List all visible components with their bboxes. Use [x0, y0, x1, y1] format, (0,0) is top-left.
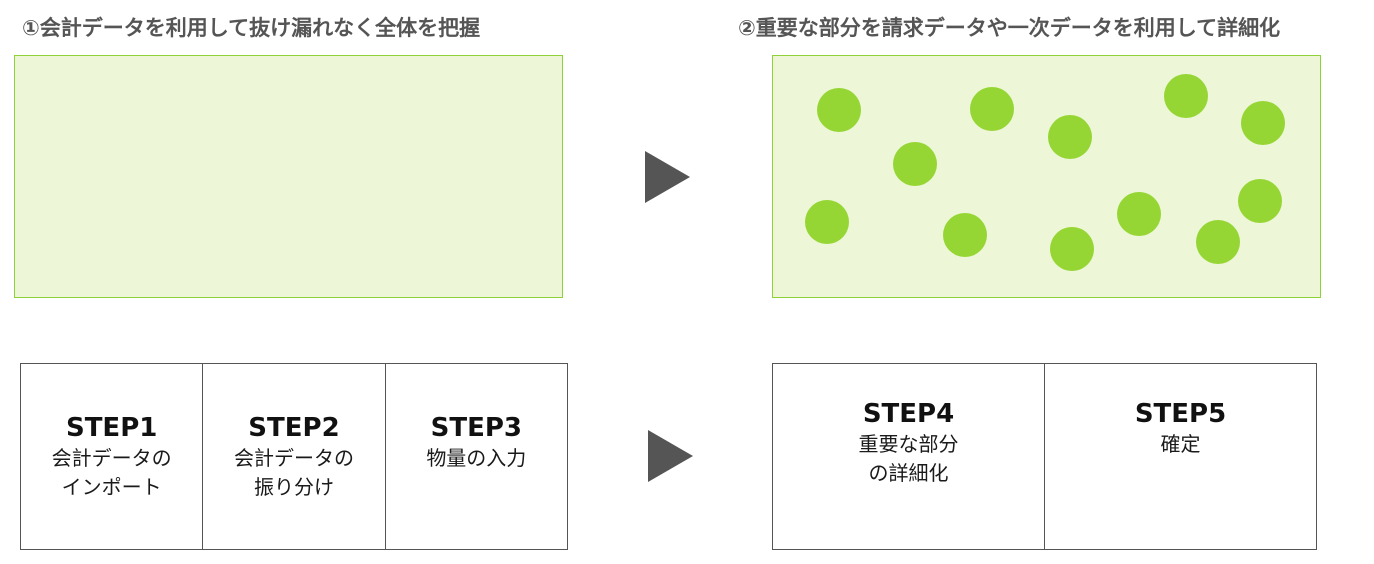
flow-arrow-right-icon	[645, 151, 690, 203]
highlight-dot	[1050, 227, 1094, 271]
step-description: 会計データの	[51, 446, 172, 470]
overview-heading: ①会計データを利用して抜け漏れなく全体を把握	[22, 16, 481, 40]
steps-group-overview: STEP1 会計データの インポート STEP2 会計データの 振り分け STE…	[20, 363, 568, 550]
step-description: の詳細化	[868, 461, 949, 485]
step-description: 会計データの	[233, 446, 354, 470]
flow-arrow-right-icon	[648, 430, 693, 482]
step-description: 振り分け	[253, 475, 334, 499]
step-description: 確定	[1160, 432, 1201, 456]
step-description: インポート	[61, 475, 162, 499]
step-2: STEP2 会計データの 振り分け	[202, 364, 384, 549]
step-1: STEP1 会計データの インポート	[21, 364, 202, 549]
step-3: STEP3 物量の入力	[384, 364, 567, 549]
highlight-dot	[970, 87, 1014, 131]
highlight-dot	[1048, 115, 1092, 159]
highlight-dot	[805, 200, 849, 244]
highlight-dot	[1238, 179, 1282, 223]
overview-panel	[14, 55, 563, 298]
step-description: 重要な部分	[858, 432, 959, 456]
highlight-dot	[817, 88, 861, 132]
step-title: STEP5	[1134, 399, 1227, 429]
step-4: STEP4 重要な部分 の詳細化	[773, 364, 1044, 549]
highlight-dot	[1241, 101, 1285, 145]
highlight-dot	[1117, 192, 1161, 236]
highlight-dot	[893, 142, 937, 186]
detail-heading: ②重要な部分を請求データや一次データを利用して詳細化	[738, 16, 1281, 40]
highlight-dot	[1164, 74, 1208, 118]
step-5: STEP5 確定	[1044, 364, 1316, 549]
step-title: STEP3	[430, 413, 522, 443]
detail-panel	[772, 55, 1321, 298]
step-title: STEP2	[248, 413, 340, 443]
steps-group-detail: STEP4 重要な部分 の詳細化 STEP5 確定	[772, 363, 1317, 550]
step-title: STEP1	[65, 413, 158, 443]
highlight-dot	[1196, 220, 1240, 264]
highlight-dot	[943, 213, 987, 257]
step-description: 物量の入力	[426, 446, 527, 470]
step-title: STEP4	[862, 399, 955, 429]
